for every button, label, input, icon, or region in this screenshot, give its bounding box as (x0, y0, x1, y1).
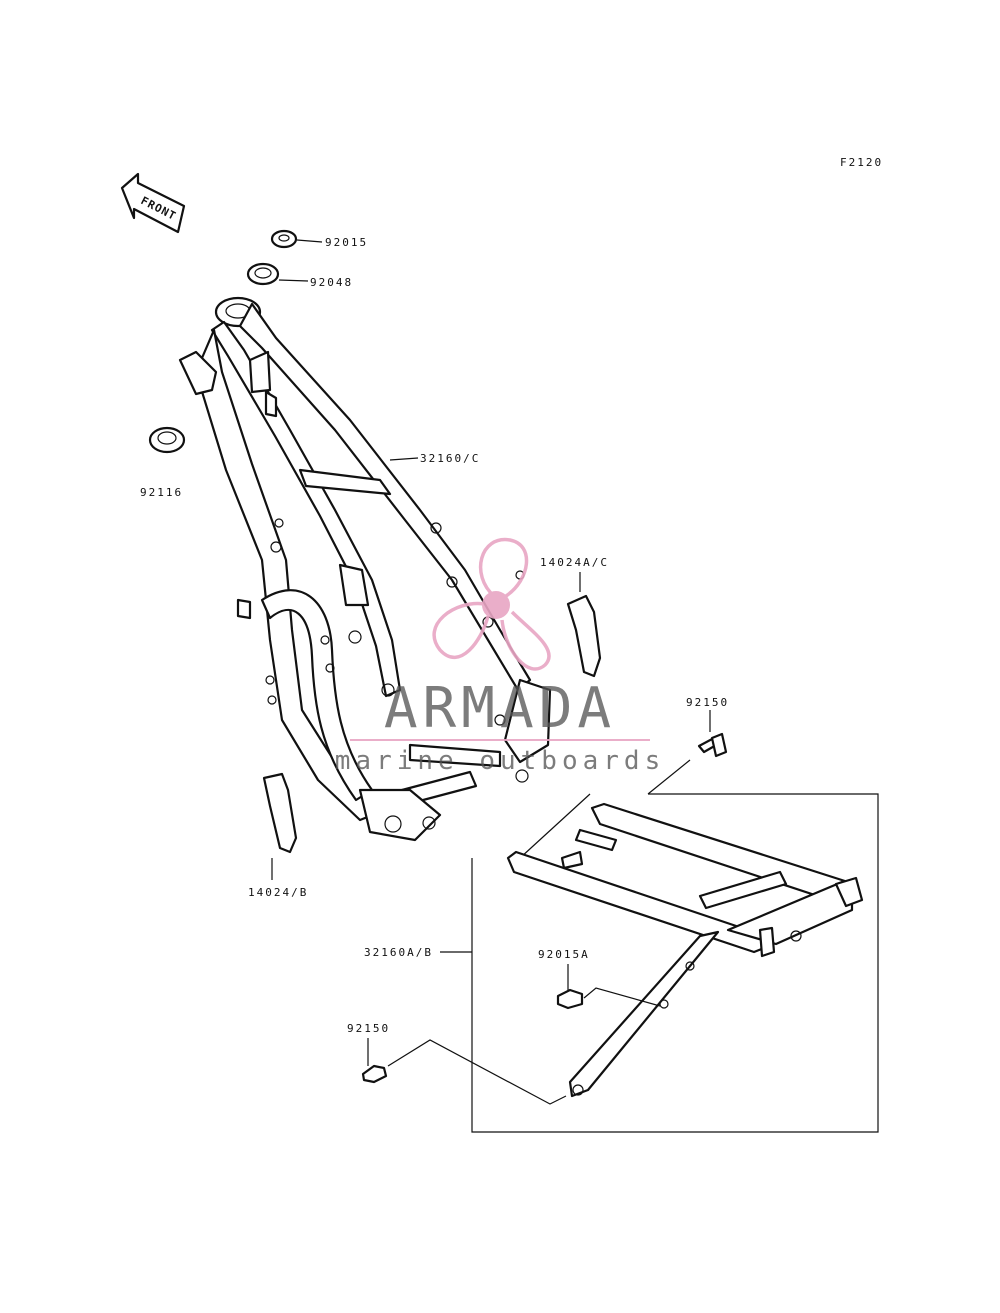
subframe-callout-box (471, 793, 879, 1133)
nut-92015 (270, 229, 298, 249)
watermark-brand: ARMADA (384, 676, 616, 741)
bolt-92015a (556, 988, 584, 1010)
label-92116: 92116 (140, 486, 183, 499)
watermark-tagline: marine outboards (335, 746, 665, 776)
label-92150-lower: 92150 (347, 1022, 390, 1035)
bearing-92116 (148, 426, 186, 454)
watermark: ARMADA marine outboards (335, 537, 665, 776)
label-14024ac: 14024A/C (540, 556, 609, 569)
guard-14024-b (262, 772, 298, 854)
propeller-logo-icon (432, 537, 551, 671)
propeller-hub-icon (482, 591, 510, 619)
label-92048: 92048 (310, 276, 353, 289)
figure-code: F2120 (840, 156, 883, 169)
main-frame-32160 (178, 296, 552, 842)
bolt-92150-lower (361, 1064, 388, 1084)
label-14024b: 14024/B (248, 886, 308, 899)
bolt-92150-upper (697, 732, 728, 758)
front-arrow-icon: FRONT (120, 172, 186, 234)
sub-frame-32160ab (506, 802, 864, 1098)
label-92150-upper: 92150 (686, 696, 729, 709)
bearing-92048 (246, 262, 280, 286)
label-32160c: 32160/C (420, 452, 480, 465)
label-92015a: 92015A (538, 948, 590, 961)
guard-14024-ac (566, 594, 602, 678)
leader-lines (271, 239, 711, 1105)
label-92015: 92015 (325, 236, 368, 249)
label-32160ab: 32160A/B (364, 946, 433, 959)
